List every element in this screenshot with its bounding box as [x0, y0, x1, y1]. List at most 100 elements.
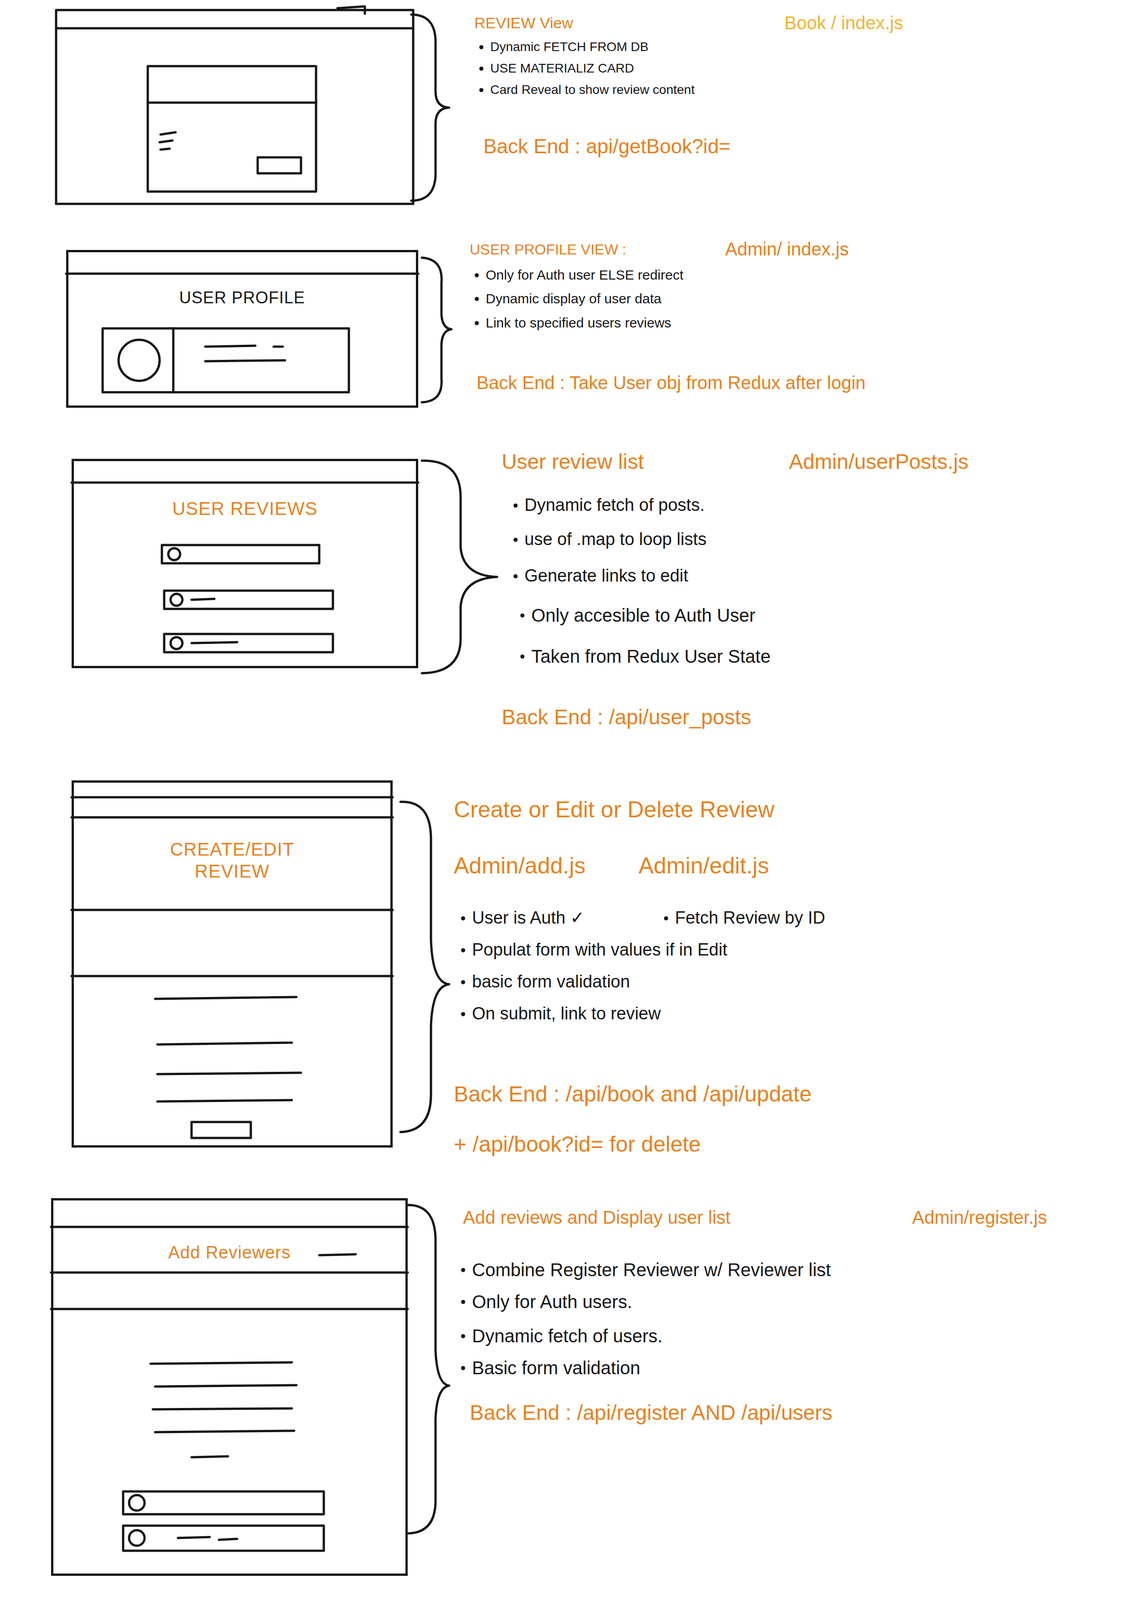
- annotation-text: Back End : api/getBook?id=: [483, 134, 731, 159]
- brace: [400, 801, 450, 1132]
- bullet-dot: [520, 613, 525, 618]
- card-divider: [147, 101, 317, 104]
- header-line: [71, 481, 419, 484]
- card-button: [257, 157, 301, 174]
- bullet-note: Link to specified users reviews: [485, 314, 672, 332]
- annotation-text: Admin/userPosts.js: [788, 449, 969, 475]
- bullet-note: Card Reveal to show review content: [490, 82, 695, 98]
- annotation-text: Admin/ index.js: [725, 238, 849, 260]
- list-row: [164, 590, 333, 609]
- annotation-text: Admin/add.js: [453, 851, 586, 880]
- bullet-dot: [461, 1365, 466, 1370]
- bullet-dot: [479, 88, 484, 93]
- bullet-note: Generate links to edit: [524, 565, 689, 587]
- bullet-dot: [461, 1267, 466, 1272]
- bullet-note: Dynamic fetch of users.: [472, 1324, 663, 1347]
- bullet-dot: [461, 1333, 466, 1339]
- wireframe-screen: USER PROFILE: [66, 249, 419, 408]
- bullet-note: Populat form with values if in Edit: [472, 939, 728, 961]
- annotation-text: Book / index.js: [784, 11, 903, 34]
- annotation-text: Back End : /api/book and /api/update: [453, 1080, 812, 1108]
- row-icon: [168, 548, 181, 561]
- profile-row: [102, 328, 349, 393]
- user-row: [123, 1525, 324, 1551]
- list-row: [164, 633, 333, 653]
- annotation-text: User review list: [501, 449, 644, 475]
- row-icon: [129, 1530, 145, 1546]
- brace: [421, 460, 498, 674]
- annotation-text: + /api/book?id= for delete: [453, 1131, 701, 1158]
- annotation-text: Back End : Take User obj from Redux afte…: [476, 371, 866, 394]
- list-row: [161, 544, 320, 564]
- user-row: [123, 1491, 324, 1515]
- row-icon: [170, 593, 183, 606]
- bullet-dot: [479, 45, 484, 50]
- bullet-note: Basic form validation: [472, 1356, 641, 1379]
- profile-divider: [172, 328, 175, 393]
- bullet-note: Dynamic FETCH FROM DB: [490, 39, 649, 55]
- header-line: [71, 797, 393, 976]
- row-icon: [129, 1494, 145, 1511]
- bullet-note: Fetch Review by ID: [674, 907, 825, 929]
- bullet-note: Only accesible to Auth User: [531, 604, 756, 627]
- form-button: [191, 1121, 251, 1138]
- bullet-dot: [461, 948, 466, 953]
- bullet-note: Only for Auth user ELSE redirect: [485, 266, 684, 284]
- row-icon: [170, 637, 183, 649]
- bullet-note: use of .map to loop lists: [524, 529, 707, 550]
- bullet-note: Combine Register Reviewer w/ Reviewer li…: [472, 1258, 831, 1281]
- brace: [411, 14, 450, 201]
- annotation-text: Back End : /api/user_posts: [501, 704, 752, 730]
- screen-title: USER PROFILE: [105, 287, 379, 308]
- text-scribble: [205, 345, 286, 362]
- bullet-note: Only for Auth users.: [472, 1290, 633, 1313]
- bullet-note: Dynamic display of user data: [485, 290, 662, 307]
- brace: [421, 257, 452, 403]
- bullet-dot: [513, 503, 518, 508]
- screen-title: Add Reviewers: [92, 1242, 367, 1264]
- wireframe-screen: USER REVIEWS: [71, 458, 419, 669]
- bullet-dot: [513, 574, 518, 579]
- bullet-note: basic form validation: [472, 971, 630, 993]
- screen-title: USER REVIEWS: [108, 497, 382, 520]
- bullet-dot: [474, 321, 479, 326]
- header-line: [66, 272, 419, 275]
- bullet-dot: [664, 916, 669, 921]
- text-scribble: [177, 1536, 238, 1540]
- bullet-dot: [474, 296, 479, 301]
- annotation-text: Add reviews and Display user list: [462, 1206, 731, 1229]
- wireframe-screen: Add Reviewers: [51, 1198, 408, 1576]
- annotation-text: USER PROFILE VIEW :: [469, 240, 627, 259]
- bullet-note: USE MATERIALIZ CARD: [490, 60, 634, 77]
- page-frame: [56, 10, 414, 204]
- bullet-dot: [520, 654, 525, 659]
- card-frame: [147, 66, 317, 192]
- annotation-text: Admin/edit.js: [638, 851, 769, 880]
- avatar-circle: [118, 339, 160, 381]
- bullet-note: On submit, link to review: [472, 1003, 661, 1025]
- bullet-dot: [461, 916, 466, 921]
- bullet-note: User is Auth ✓: [472, 907, 585, 929]
- form-field: [150, 1362, 297, 1458]
- text-scribble: [191, 598, 215, 600]
- annotation-text: Create or Edit or Delete Review: [453, 795, 775, 824]
- brace: [406, 1204, 450, 1534]
- annotation-text: REVIEW View: [474, 13, 574, 33]
- form-field: [155, 996, 301, 1102]
- bullet-note: Dynamic fetch of posts.: [524, 494, 705, 516]
- header-line: [56, 6, 414, 29]
- bullet-dot: [474, 273, 479, 278]
- bullet-dot: [479, 66, 484, 71]
- text-scribble: [191, 642, 238, 644]
- annotation-text: Admin/register.js: [912, 1206, 1048, 1229]
- annotation-text: Back End : /api/register AND /api/users: [469, 1400, 833, 1426]
- bullet-dot: [461, 1299, 466, 1304]
- bullet-dot: [513, 537, 518, 542]
- bullet-note: Taken from Redux User State: [531, 645, 771, 668]
- text-scribble: [159, 132, 176, 150]
- bullet-dot: [461, 980, 466, 985]
- bullet-dot: [461, 1011, 466, 1017]
- wireframe-screen: CREATE/EDIT REVIEW: [71, 780, 393, 1148]
- screen-title: CREATE/EDIT REVIEW: [154, 838, 310, 882]
- header-line: [51, 1226, 408, 1309]
